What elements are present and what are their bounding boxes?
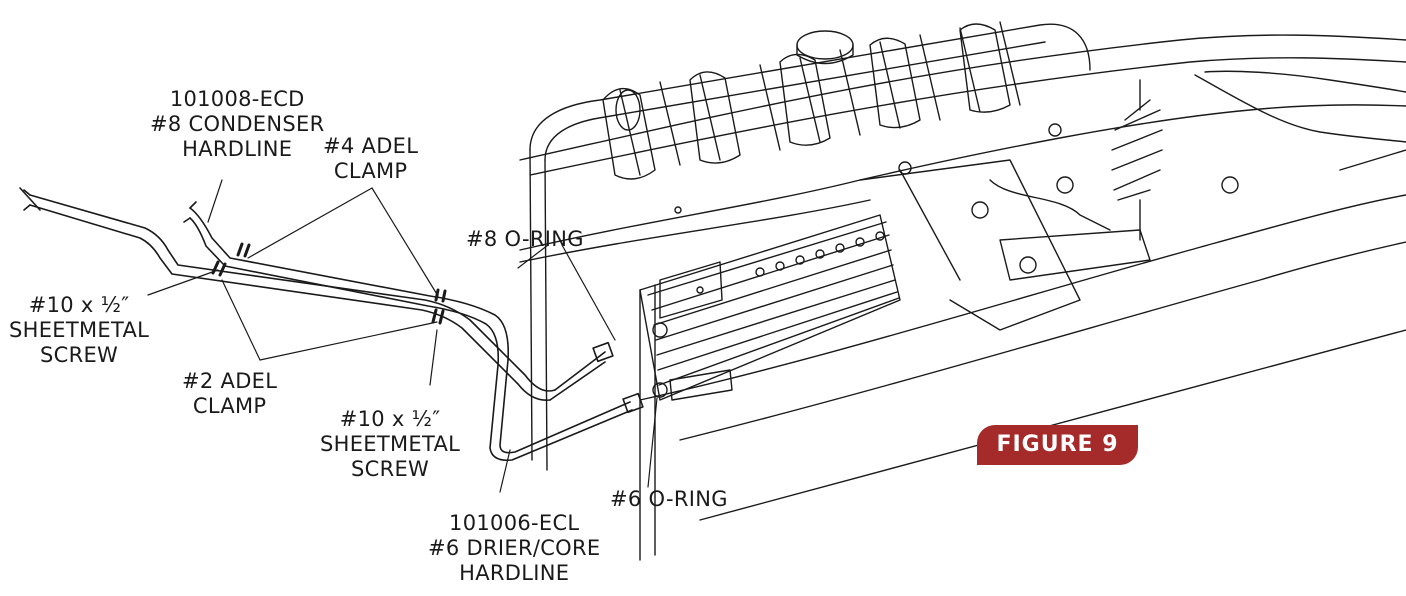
body-panel xyxy=(519,34,1406,521)
figure-badge: FIGURE 9 xyxy=(977,425,1138,465)
label-oring-6: #6 O-RING xyxy=(610,487,728,511)
label-adel-clamp-4: #4 ADEL CLAMP xyxy=(323,134,419,183)
radiator-shroud xyxy=(529,21,1091,471)
condenser-core xyxy=(639,214,901,561)
label-oring-8: #8 O-RING xyxy=(466,227,584,251)
label-adel-clamp-2: #2 ADEL CLAMP xyxy=(182,369,278,418)
label-screw-center: #10 x ½″ SHEETMETAL SCREW xyxy=(320,407,461,481)
hardlines xyxy=(19,187,644,462)
label-condenser-hardline: 101008-ECD #8 CONDENSER HARDLINE xyxy=(150,87,325,161)
label-screw-left: #10 x ½″ SHEETMETAL SCREW xyxy=(9,293,150,367)
label-drier-core-hardline: 101006-ECL #6 DRIER/CORE HARDLINE xyxy=(428,511,601,585)
clamps xyxy=(211,242,447,325)
hood-latch xyxy=(674,79,1239,331)
leader-lines xyxy=(147,179,658,493)
